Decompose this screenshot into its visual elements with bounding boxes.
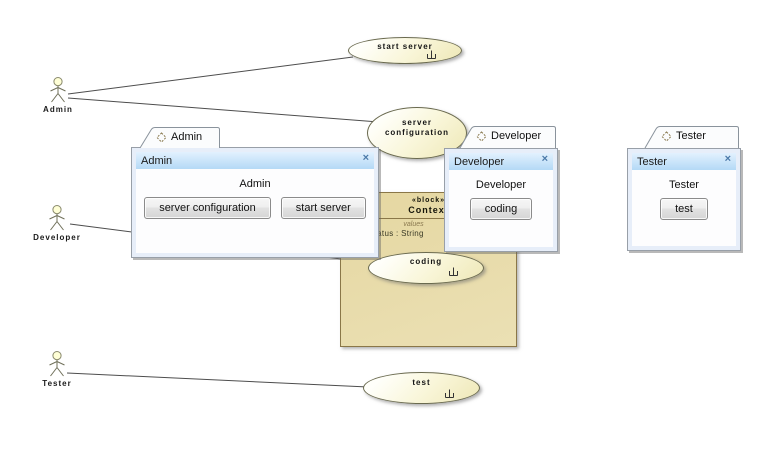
actor-developer[interactable]: Developer <box>22 205 92 242</box>
association-tester-test[interactable] <box>66 372 369 388</box>
title-bar[interactable]: Tester × <box>632 153 736 170</box>
usecase-label: test <box>412 378 431 387</box>
tab-shape <box>459 126 556 149</box>
block-header: «block» Context <box>341 193 516 219</box>
tab-admin[interactable]: Admin <box>139 126 221 153</box>
stick-figure-icon <box>50 77 66 103</box>
close-icon[interactable]: × <box>362 152 369 164</box>
rake-icon <box>445 389 454 398</box>
actor-label: Developer <box>33 233 81 242</box>
title-bar[interactable]: Admin × <box>136 152 374 169</box>
tab-shape <box>644 126 739 149</box>
usecase-test[interactable]: test <box>363 372 480 404</box>
window-tester: Tester × Tester test <box>627 148 741 251</box>
stick-figure-icon <box>49 351 65 377</box>
window-label: Developer <box>475 179 527 191</box>
usecase-label: start server <box>377 42 433 51</box>
close-icon[interactable]: × <box>541 153 548 165</box>
block-name: Context <box>408 205 449 215</box>
actor-label: Admin <box>43 105 73 114</box>
block-stereotype: «block» <box>411 197 446 204</box>
window-content: Developer coding <box>449 170 553 247</box>
dashed-diamond-diagram-icon <box>476 130 487 142</box>
window-title: Developer <box>454 155 505 168</box>
close-icon[interactable]: × <box>724 153 731 165</box>
server-configuration-button[interactable]: server configuration <box>144 197 271 219</box>
usecase-label: server configuration <box>384 118 450 137</box>
block-value-property: serverStatus : String <box>345 229 424 238</box>
rake-icon <box>449 267 458 276</box>
block-values-compartment-label: values <box>403 221 424 228</box>
window-label: Admin <box>239 178 271 190</box>
window-label: Tester <box>669 179 699 191</box>
tab-tester[interactable]: Tester <box>644 125 740 153</box>
window-admin: Admin × Admin server configuration start… <box>131 147 379 258</box>
window-content: Tester test <box>632 170 736 246</box>
test-button[interactable]: test <box>660 198 708 220</box>
window-developer: Developer × Developer coding <box>444 148 558 252</box>
actor-tester[interactable]: Tester <box>22 351 92 388</box>
association-admin-server-configuration[interactable] <box>67 97 393 124</box>
tab-developer[interactable]: Developer <box>459 125 557 153</box>
stick-figure-icon <box>49 205 65 231</box>
window-title: Tester <box>637 155 667 168</box>
tab-label: Developer <box>491 130 542 142</box>
usecase-label: coding <box>409 257 443 266</box>
actor-label: Tester <box>42 379 72 388</box>
window-content: Admin server configuration start server <box>136 169 374 253</box>
title-bar[interactable]: Developer × <box>449 153 553 170</box>
rake-icon <box>427 50 436 59</box>
dashed-diamond-diagram-icon <box>661 130 672 142</box>
tab-shape <box>139 127 220 149</box>
actor-admin[interactable]: Admin <box>23 77 93 114</box>
usecase-start-server[interactable]: start server <box>348 37 462 64</box>
coding-button[interactable]: coding <box>469 198 533 220</box>
window-title: Admin <box>141 154 173 167</box>
start-server-button[interactable]: start server <box>280 197 366 219</box>
association-admin-start-server[interactable] <box>67 56 354 95</box>
usecase-coding[interactable]: coding <box>368 252 484 284</box>
tab-label: Admin <box>171 131 203 143</box>
dashed-diamond-diagram-icon <box>156 131 167 143</box>
tab-label: Tester <box>676 130 706 142</box>
